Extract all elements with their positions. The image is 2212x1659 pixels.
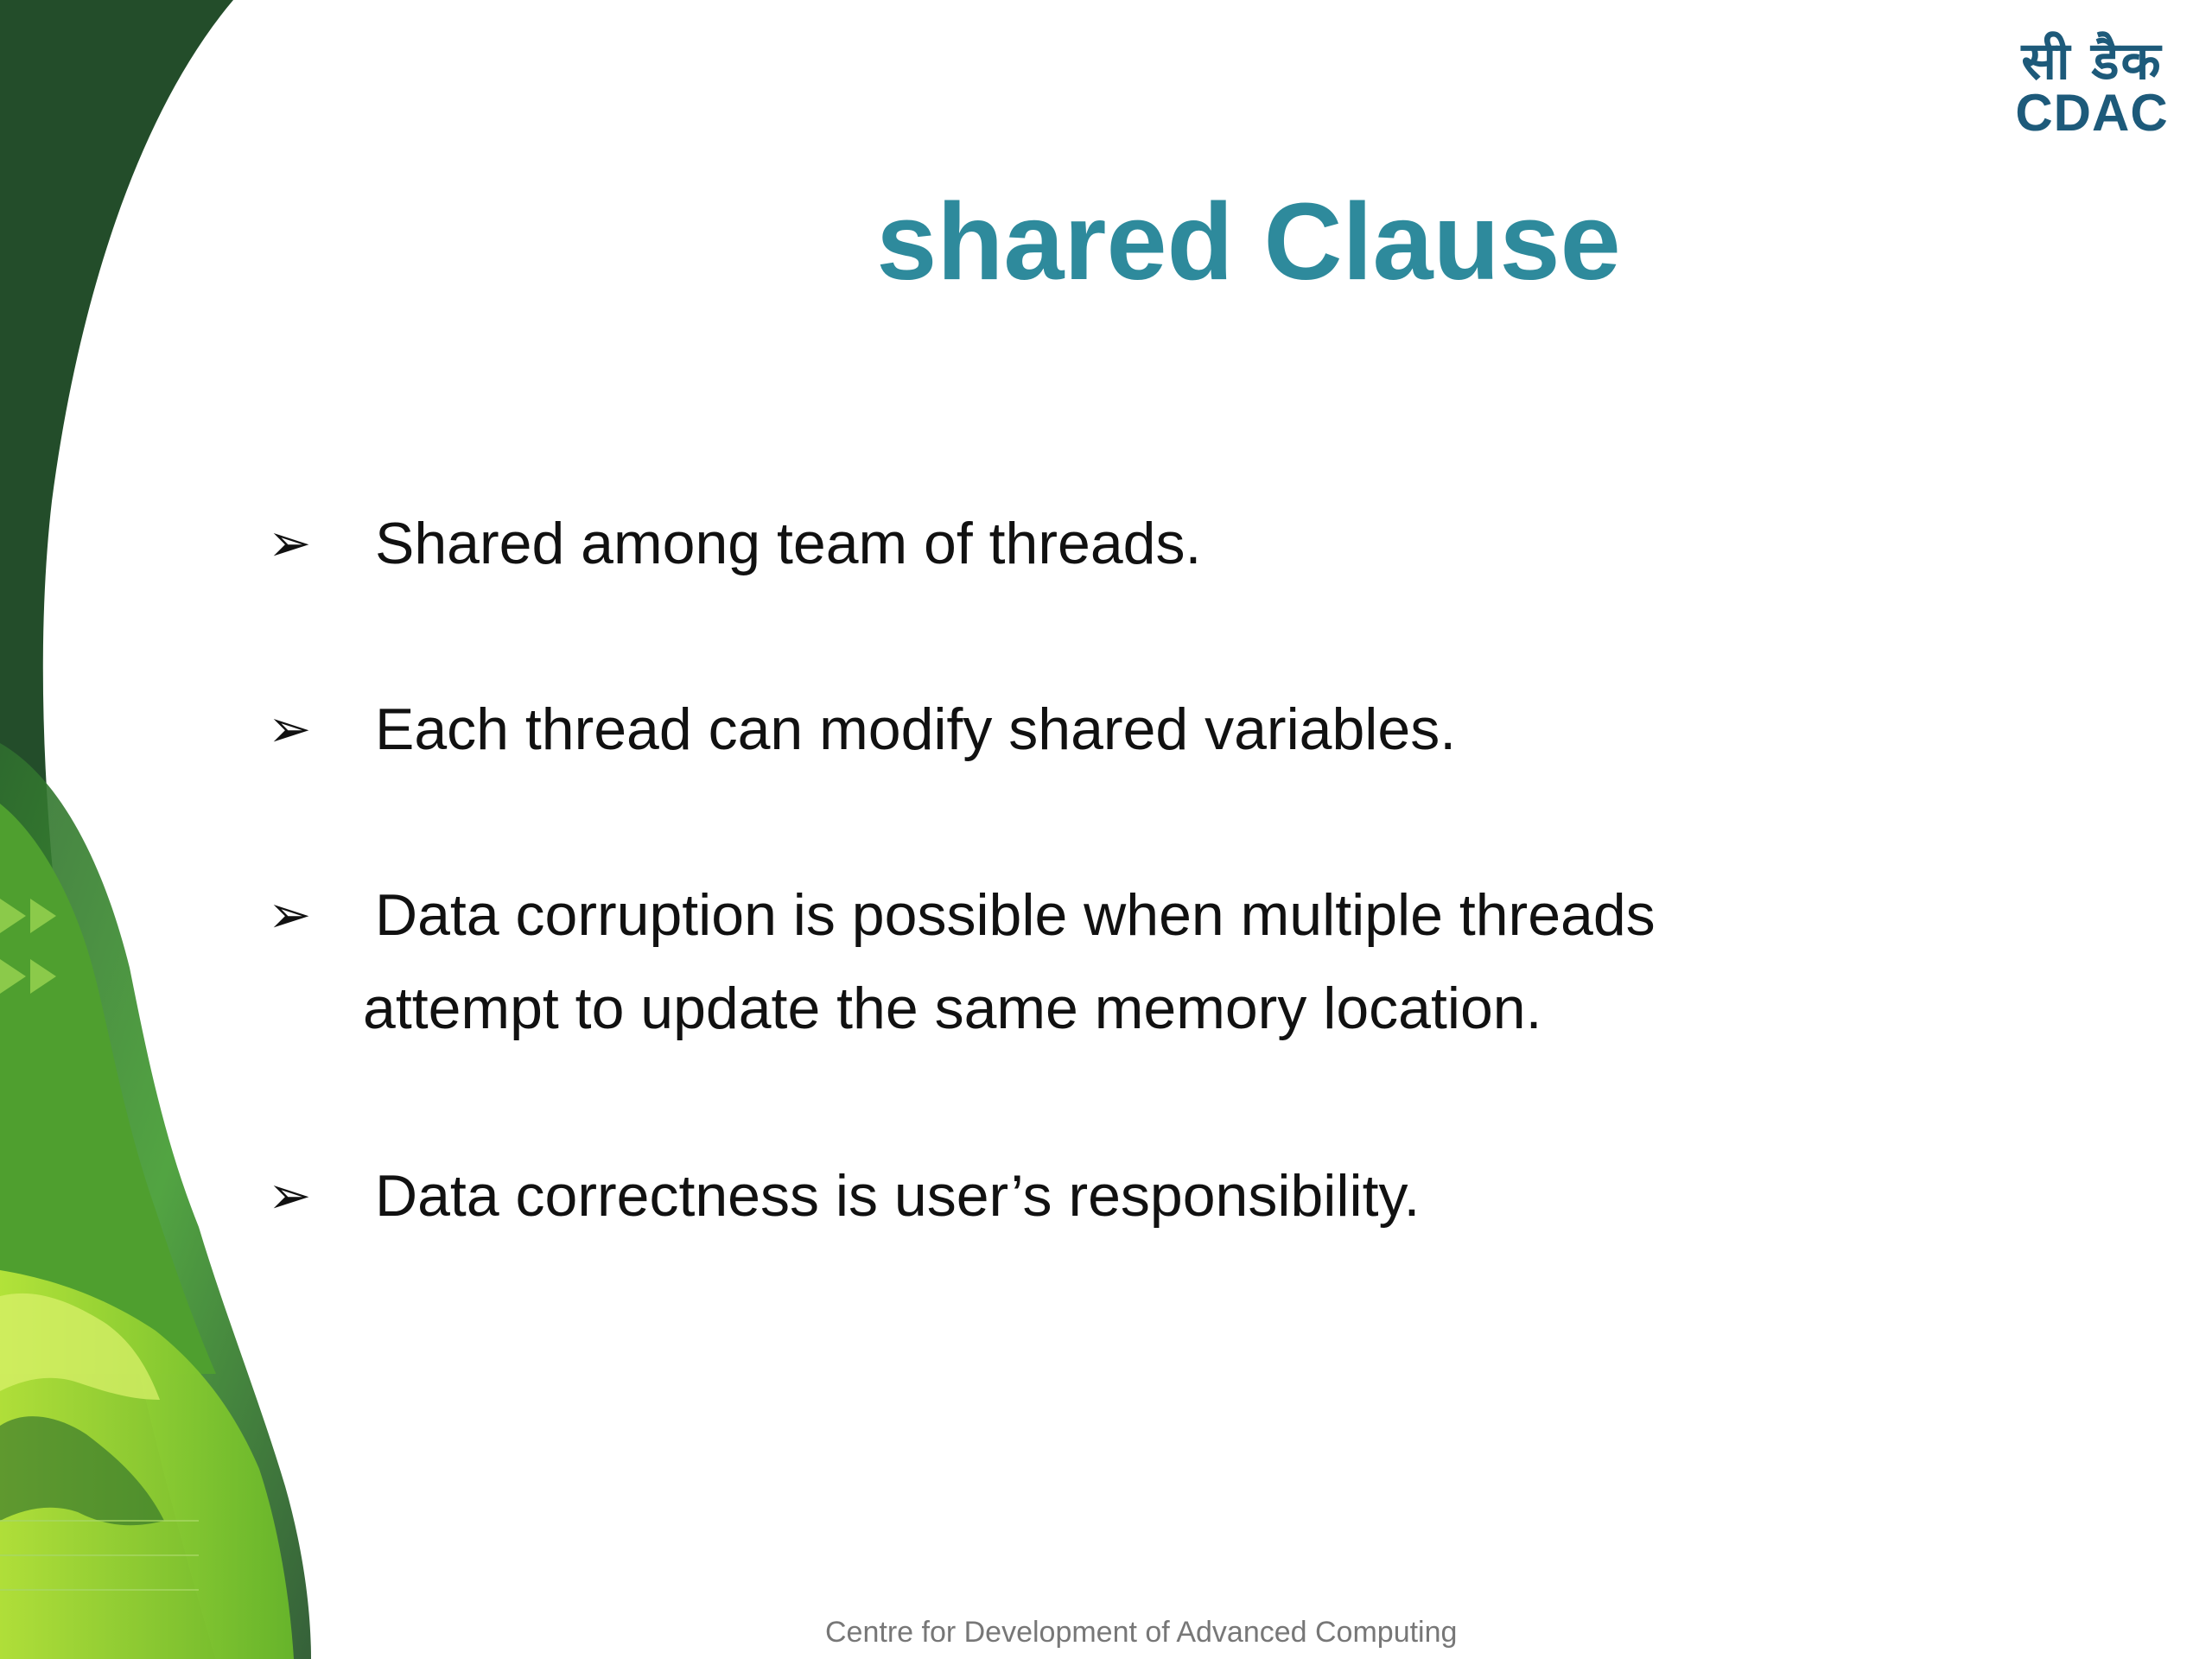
bullet-text: Each thread can modify shared variables. — [375, 696, 1457, 762]
bullet-text-continuation: attempt to update the same memory locati… — [363, 976, 1542, 1041]
footer-text: Centre for Development of Advanced Compu… — [825, 1616, 1458, 1649]
bullet-arrow-icon: ➢ — [268, 513, 312, 574]
bullet-text: Data correctness is user’s responsibilit… — [375, 1163, 1421, 1229]
logo-english-text: CDAC — [2015, 84, 2169, 142]
bullet-text: Data corruption is possible when multipl… — [375, 882, 1656, 948]
decorative-green-swoosh — [0, 0, 311, 1659]
bullet-arrow-icon: ➢ — [268, 1166, 312, 1226]
slide-title: shared Clause — [876, 181, 1621, 302]
cdac-logo: सी डैक CDAC — [2010, 31, 2174, 142]
logo-hindi-text: सी डैक — [2021, 31, 2163, 92]
bullet-arrow-icon: ➢ — [268, 885, 312, 945]
bullet-text: Shared among team of threads. — [375, 511, 1202, 576]
bullet-arrow-icon: ➢ — [268, 699, 312, 760]
bullet-item: ➢ Data corruption is possible when multi… — [268, 868, 2126, 1058]
